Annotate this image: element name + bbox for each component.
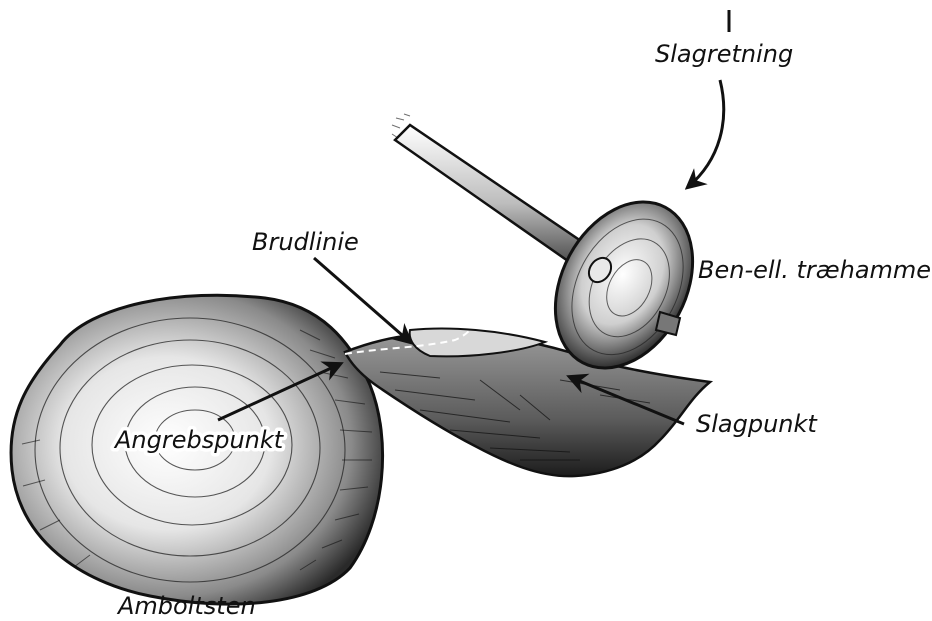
anvil-stone-label: Amboltsten: [116, 592, 256, 620]
flint-core: [345, 329, 710, 477]
strike-direction-arrow: [688, 80, 724, 187]
hammer-label: Ben-ell. træhammer: [698, 256, 932, 284]
strike-direction-label: Slagretning: [655, 40, 793, 68]
strike-point-label: Slagpunkt: [696, 410, 818, 438]
fracture-line-label: Brudlinie: [252, 228, 359, 256]
attack-point-label: Angrebspunkt: [113, 426, 285, 454]
